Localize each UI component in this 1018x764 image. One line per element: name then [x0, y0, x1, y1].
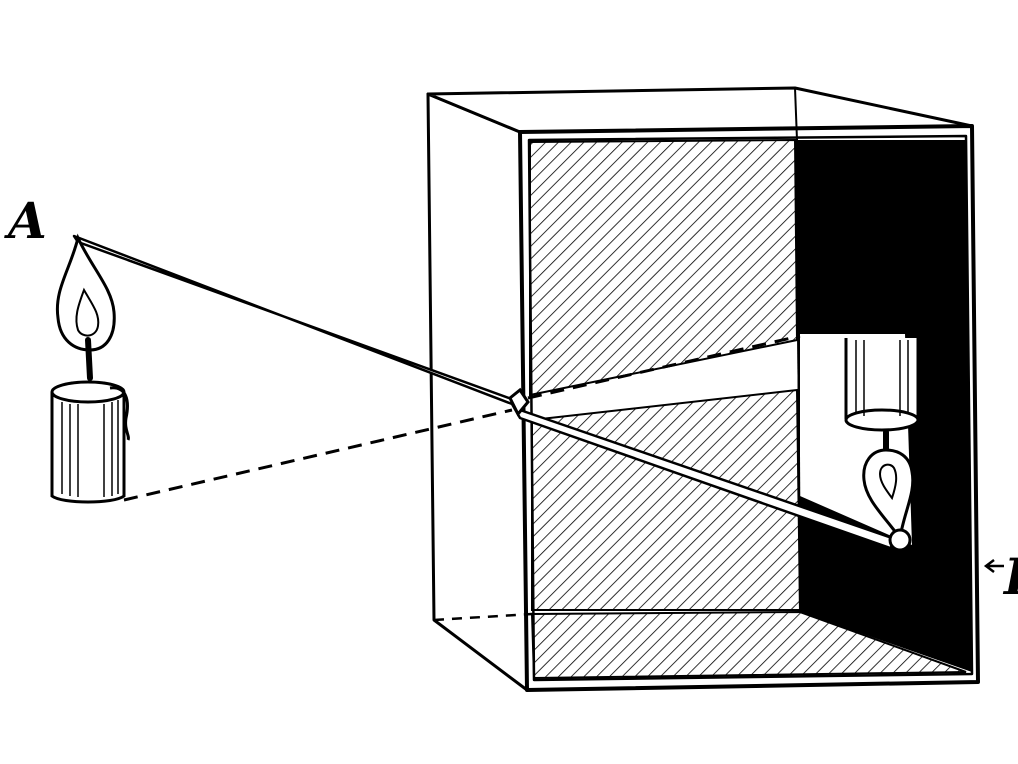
label-b: B — [1004, 552, 1018, 602]
hidden-floor-edge — [433, 612, 533, 622]
label-b-arrow — [983, 559, 1004, 573]
ray-dashed-upper — [527, 334, 801, 400]
candle-icon — [50, 233, 130, 504]
pinhole — [508, 387, 530, 417]
label-a: A — [8, 191, 47, 250]
inverted-candle-image — [844, 338, 920, 552]
interior-left-wall-upper — [529, 138, 799, 397]
ray-dashed-lower — [123, 408, 513, 502]
box-front-frame — [518, 124, 980, 692]
